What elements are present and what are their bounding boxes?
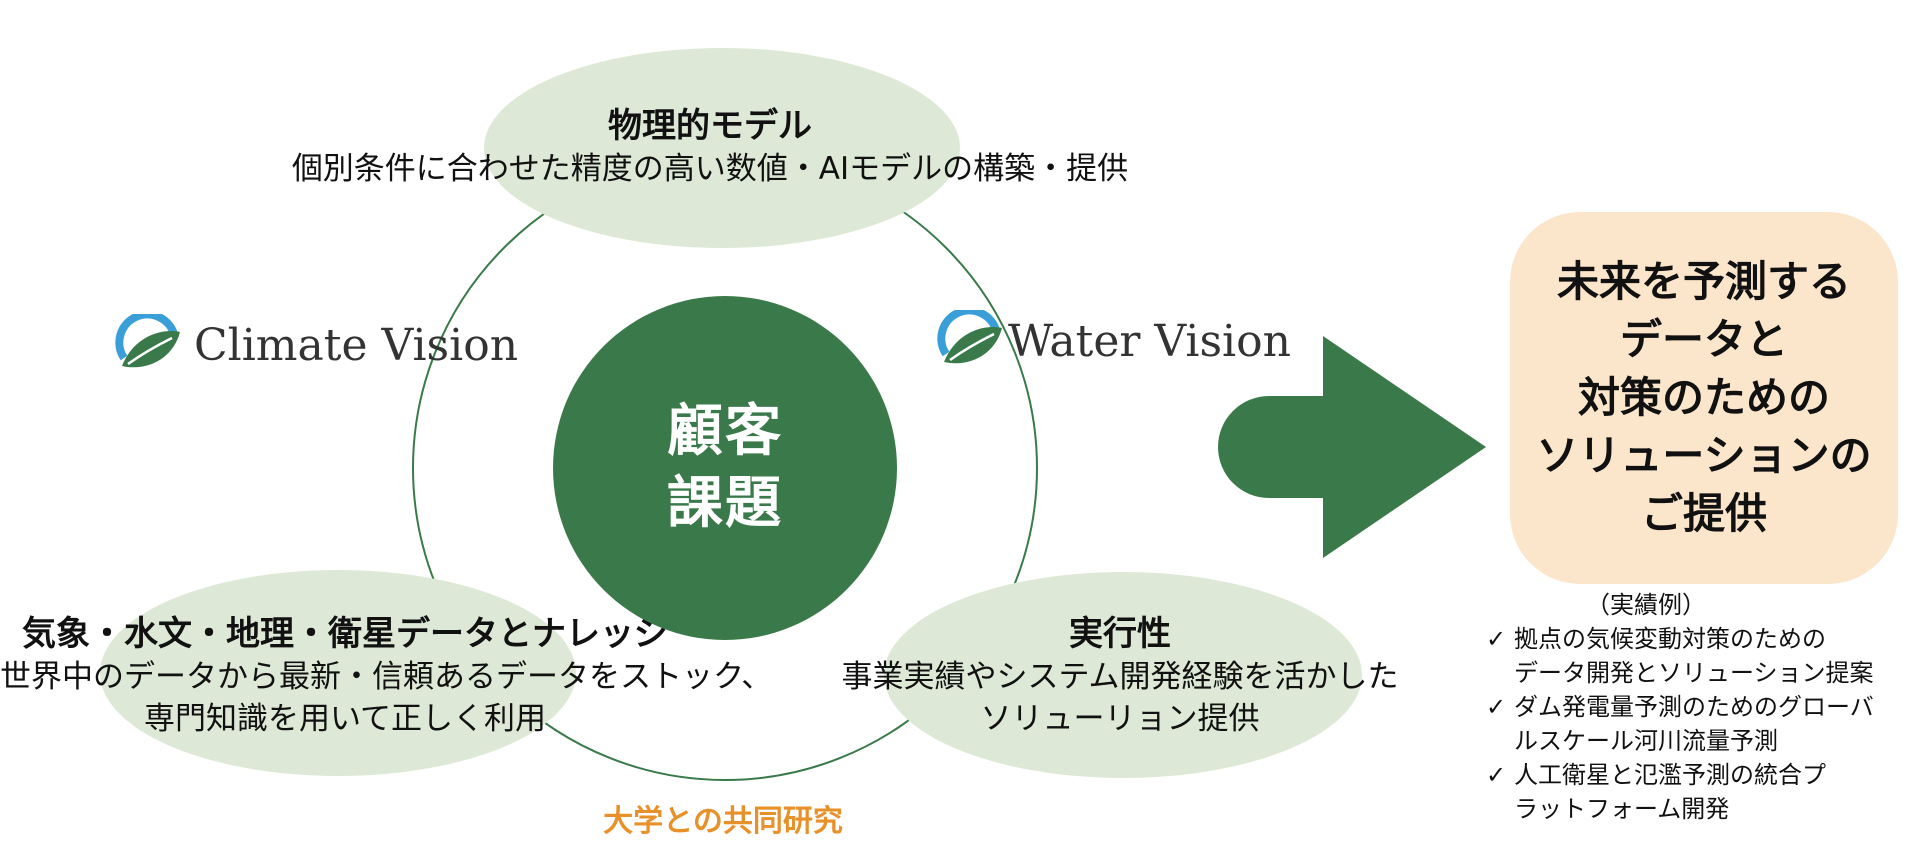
- check-icon: ✓: [1486, 625, 1507, 653]
- customer-issue-core: 顧客 課題: [553, 296, 897, 640]
- example-line: データ開発とソリューション提案: [1514, 659, 1874, 687]
- example-line: ルスケール河川流量予測: [1514, 727, 1778, 755]
- check-icon: ✓: [1486, 761, 1507, 789]
- physical-model-desc: 個別条件に合わせた精度の高い数値・AIモデルの構築・提供: [291, 151, 1129, 187]
- knowledge-bubble: [100, 570, 576, 776]
- climate-vision-logo: Climate Vision: [114, 314, 518, 376]
- result-box: 未来を予測する データと 対策のための ソリューションの ご提供: [1510, 212, 1898, 584]
- example-line: ラットフォーム開発: [1514, 795, 1730, 823]
- result-line-5: ご提供: [1640, 489, 1767, 538]
- knowledge-desc-2: 専門知識を用いて正しく利用: [143, 701, 547, 737]
- knowledge-desc-1: 世界中のデータから最新・信頼あるデータをストック、: [0, 659, 773, 695]
- climate-vision-text: Climate Vision: [194, 319, 519, 371]
- water-vision-text: Water Vision: [1008, 315, 1291, 367]
- physical-model-block: 物理的モデル 個別条件に合わせた精度の高い数値・AIモデルの構築・提供: [260, 104, 1160, 190]
- leaf-logo-icon: [115, 314, 180, 368]
- university-collab-label: 大学との共同研究: [603, 804, 843, 839]
- knowledge-block: 気象・水文・地理・衛星データとナレッジ 世界中のデータから最新・信頼あるデータを…: [0, 612, 773, 740]
- result-line-4: ソリューションの: [1536, 431, 1872, 480]
- physical-model-title: 物理的モデル: [608, 106, 812, 146]
- execution-block: 実行性 事業実績やシステム開発経験を活かした ソリューリョン提供: [820, 612, 1420, 740]
- knowledge-title: 気象・水文・地理・衛星データとナレッジ: [22, 614, 668, 654]
- execution-bubble: [884, 572, 1362, 778]
- result-line-3: 対策のための: [1577, 373, 1830, 422]
- list-item: ✓ 拠点の気候変動対策のための データ開発とソリューション提案: [1486, 622, 1906, 690]
- right-arrow: [1218, 336, 1486, 558]
- example-line: 拠点の気候変動対策のための: [1514, 625, 1826, 653]
- core-line-2: 課題: [667, 471, 783, 536]
- result-line-2: データと: [1619, 315, 1788, 364]
- list-item: ✓ 人工衛星と氾濫予測の統合プ ラットフォーム開発: [1486, 758, 1906, 826]
- result-line-1: 未来を予測する: [1556, 257, 1851, 306]
- execution-title: 実行性: [1069, 614, 1171, 654]
- execution-desc-1: 事業実績やシステム開発経験を活かした: [841, 659, 1399, 695]
- core-line-1: 顧客: [667, 399, 783, 464]
- execution-desc-2: ソリューリョン提供: [980, 701, 1260, 737]
- physical-model-bubble: [484, 48, 960, 248]
- example-line: 人工衛星と氾濫予測の統合プ: [1514, 761, 1826, 789]
- list-item: ✓ ダム発電量予測のためのグローバ ルスケール河川流量予測: [1486, 690, 1906, 758]
- check-icon: ✓: [1486, 693, 1507, 721]
- water-vision-logo: Water Vision: [936, 310, 1291, 372]
- examples-list: （実績例） ✓ 拠点の気候変動対策のための データ開発とソリューション提案 ✓ …: [1486, 588, 1906, 826]
- examples-heading: （実績例）: [1586, 591, 1706, 619]
- leaf-logo-icon: [937, 310, 1002, 364]
- example-line: ダム発電量予測のためのグローバ: [1514, 693, 1874, 721]
